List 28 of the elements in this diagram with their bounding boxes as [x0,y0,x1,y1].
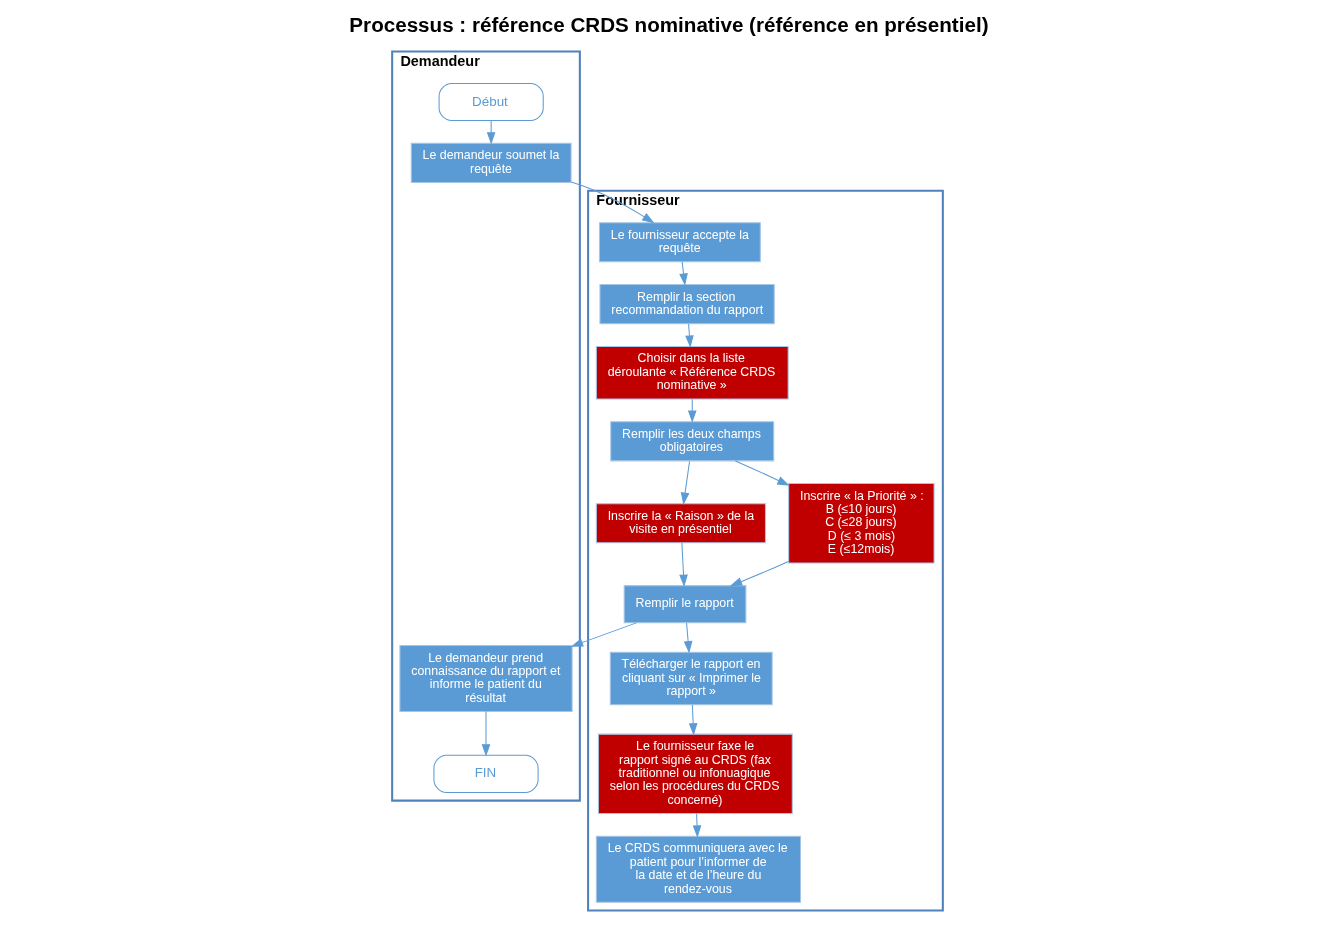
arrow [734,460,790,486]
arrow [481,711,491,757]
arrow [570,622,637,647]
arrow [692,813,702,838]
node-box: Télécharger le rapport en cliquant sur « Imprimer le rapport » [609,651,773,706]
node-box: Le fournisseur faxe le rapport signé au CRDS (fax traditionnel ou infonuagique selon les procédures du CRDS concerné) [597,733,793,815]
diagram-title: Processus : référence CRDS nominative (référence en présentiel) [349,12,989,36]
arrow [679,542,688,587]
arrow [688,704,698,736]
node-box: Inscrire la « Raison » de la visite en présentiel [595,503,766,544]
node-box: Choisir dans la liste déroulante « Référence CRDS nominative » [595,345,789,400]
arrow [679,261,688,286]
arrow [729,560,789,587]
arrow [685,323,694,348]
node-box: FIN [433,754,539,793]
node-box: Le fournisseur accepte la requête [598,222,761,263]
node-box: Remplir les deux champs obligatoires [610,421,775,462]
node-box: Le CRDS communiquera avec le patient pour l’informer de la date et de l’heure du rendez-vous [595,835,802,903]
node-box: Début [438,82,544,122]
node-box: Le demandeur soumet la requête [410,142,572,183]
arrow [680,460,691,505]
arrow [687,398,697,423]
node-box: Remplir le rapport [623,585,747,624]
arrow [683,622,693,654]
node-box: Remplir la section recommandation du rapport [599,284,775,325]
node-box: Inscrire « la Priorité » : B (≤10 jours) C (≤28 jours) D (≤ 3 mois) E (≤12mois) [788,483,935,564]
arrow [486,120,496,145]
node-box: Le demandeur prend connaissance du rapport et informe le patient du résultat [399,644,573,712]
